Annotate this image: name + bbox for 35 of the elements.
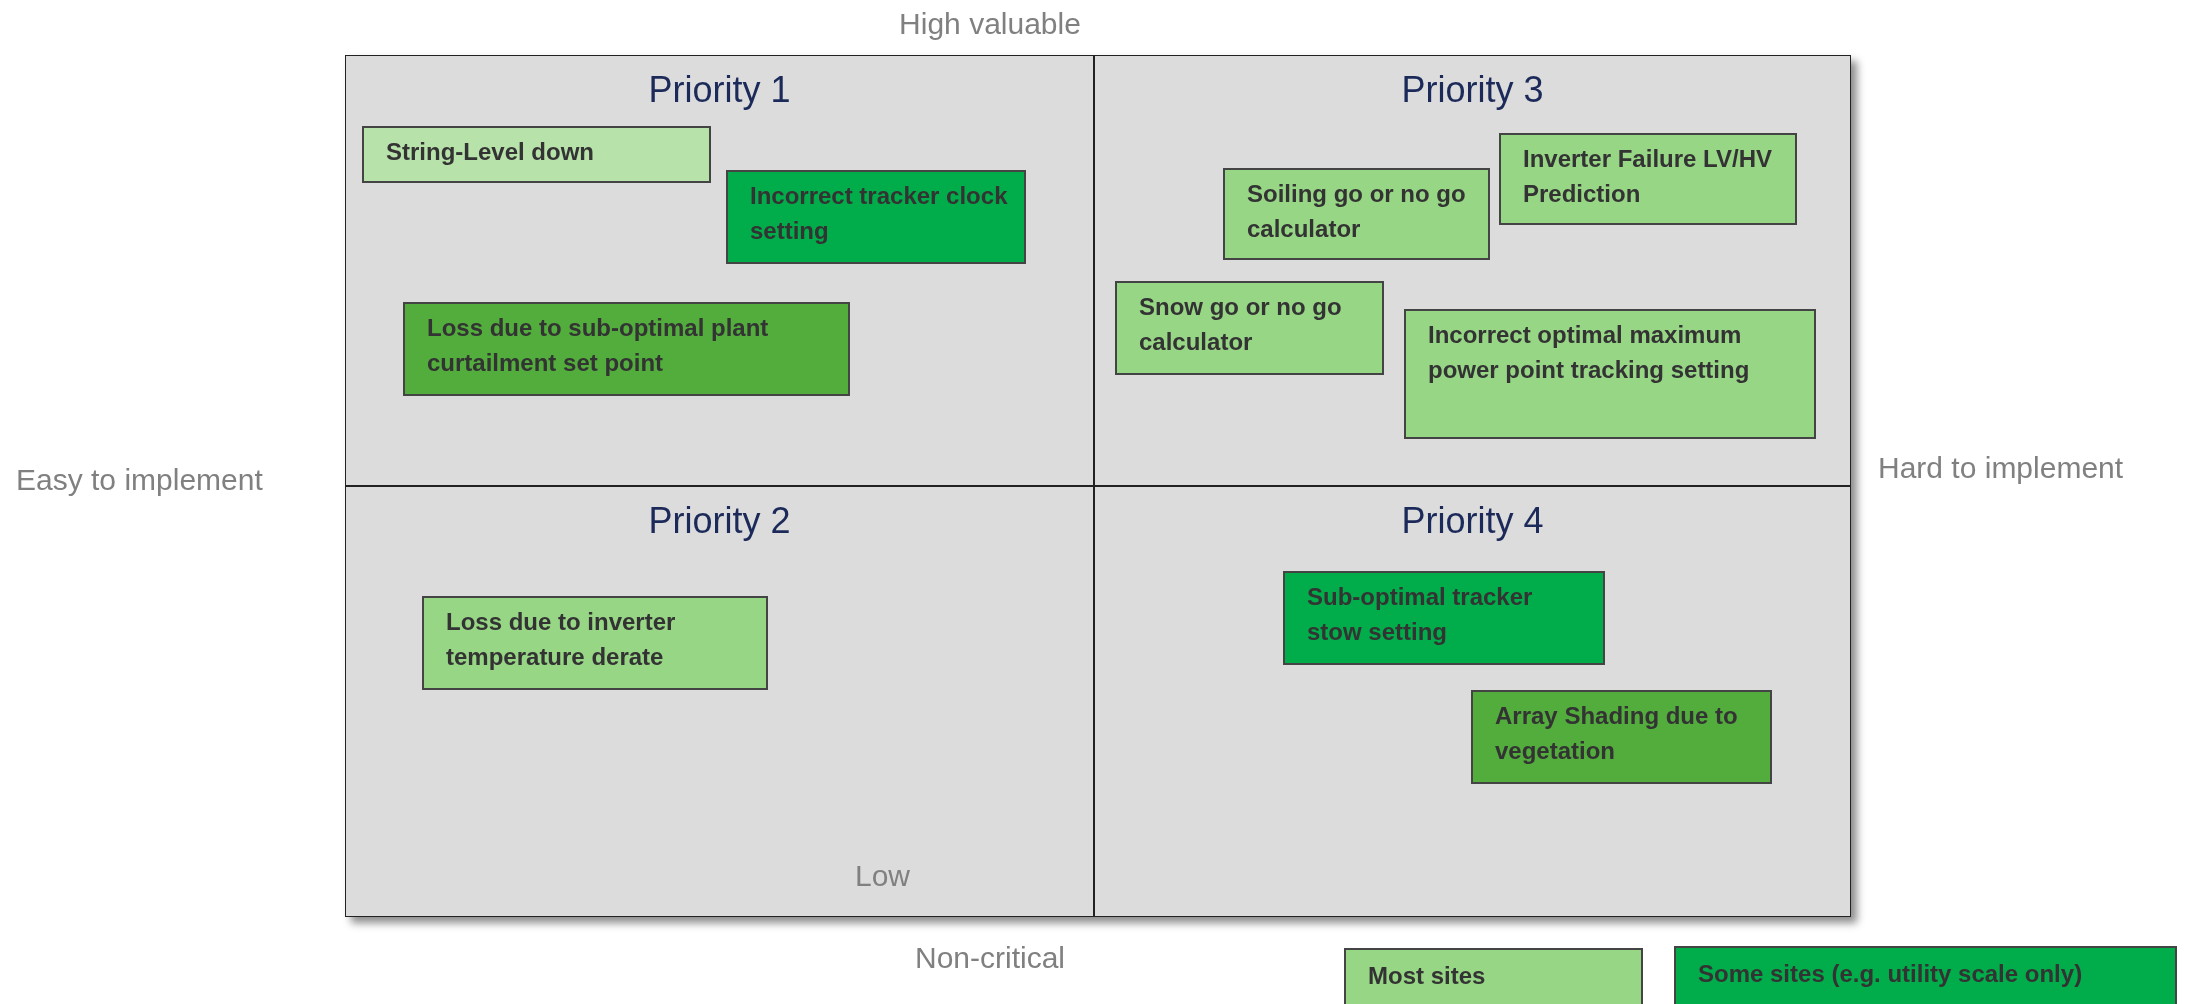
axis-label: Low [855, 858, 911, 894]
issue-text: Soiling go or no go calculator [1247, 179, 1467, 244]
quadrant-panel [345, 486, 1094, 917]
issue-text: Snow go or no go calculator [1139, 292, 1343, 357]
issue-box [422, 596, 768, 690]
quadrant-heading: Priority 4 [1401, 499, 1544, 543]
axis-label: Non-critical [915, 940, 1065, 976]
axis-label: Hard to implement [1878, 450, 2124, 486]
issue-box [1471, 690, 1772, 784]
axis-label: High valuable [899, 6, 1081, 42]
quadrant-heading: Priority 3 [1401, 68, 1544, 112]
legend-text: Some sites (e.g. utility scale only) [1698, 960, 2083, 987]
quadrant-heading: Priority 2 [648, 499, 791, 543]
issue-box [362, 126, 711, 183]
issue-text: Incorrect optimal maximum power point tracking setting [1428, 320, 1751, 385]
issue-box [1283, 571, 1605, 665]
axis-label: Easy to implement [16, 462, 263, 498]
legend-text: Most sites [1368, 962, 1486, 989]
quadrant-panel [1094, 486, 1851, 917]
issue-box [1404, 309, 1816, 439]
issue-text: Array Shading due to vegetation [1495, 701, 1739, 766]
quadrant-panel [1094, 55, 1851, 486]
issue-box [403, 302, 850, 396]
issue-box [1499, 133, 1797, 225]
issue-box [1223, 168, 1490, 260]
issue-text: Loss due to sub-optimal plant curtailment set point [427, 313, 770, 378]
issue-box [726, 170, 1026, 264]
quadrant-heading: Priority 1 [648, 68, 791, 112]
quadrant-panel [345, 55, 1094, 486]
issue-text: Inverter Failure LV/HV Prediction [1523, 144, 1773, 209]
issue-box [1115, 281, 1384, 375]
issue-text: Incorrect tracker clock setting [750, 181, 1009, 246]
issue-text: Sub-optimal tracker stow setting [1307, 582, 1534, 647]
issue-text: String-Level down [386, 137, 595, 167]
issue-text: Loss due to inverter temperature derate [446, 607, 677, 672]
